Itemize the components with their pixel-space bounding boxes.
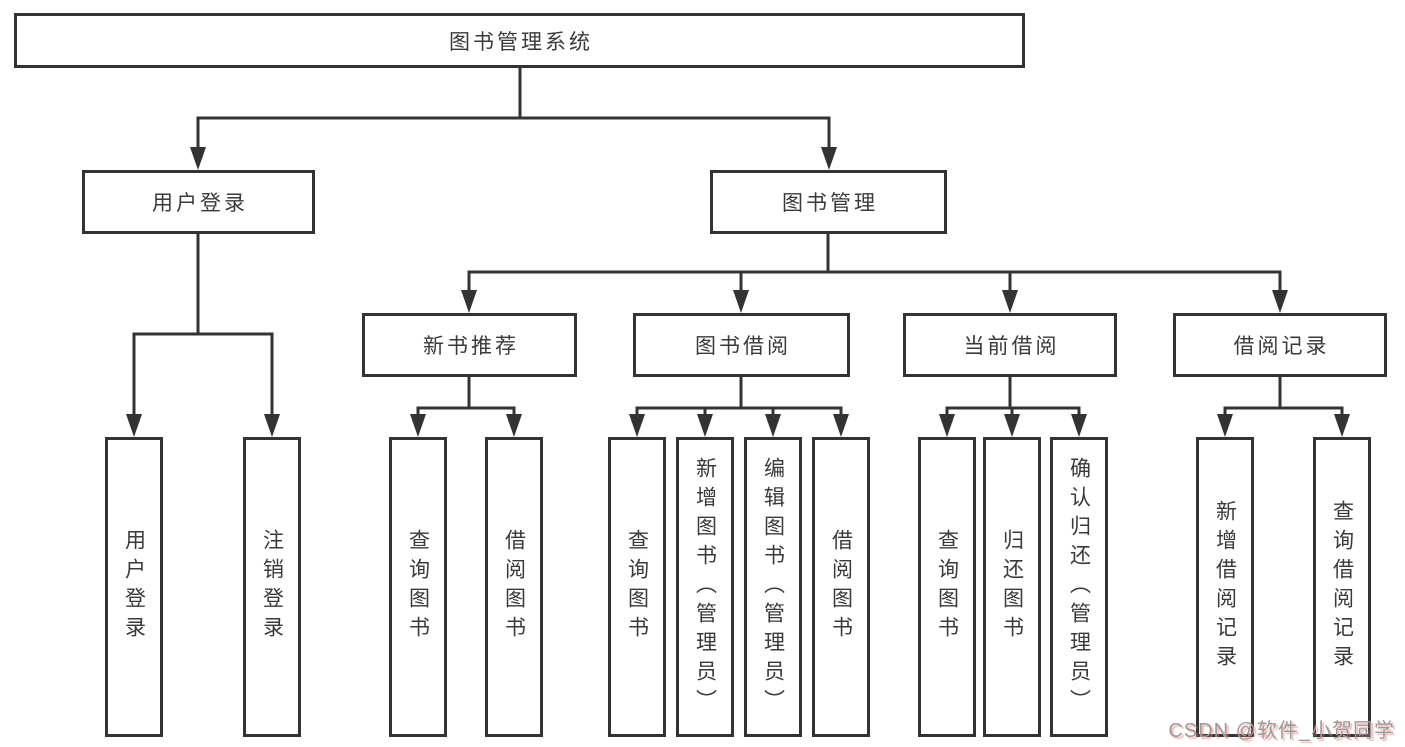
leaf-edit-books-admin: 编辑图书（管理员） [744,437,802,737]
leaf-label: 用户登录 [122,529,146,645]
arrow-down-icon [190,147,206,170]
node-new-book-recommend: 新书推荐 [362,313,577,377]
leaf-label: 注销登录 [260,529,284,645]
leaf-label: 查询图书 [406,529,430,645]
connector-borrow-records-children [1223,377,1344,422]
connector-user-login-children [132,233,274,420]
leaf-label: 借阅图书 [829,529,853,645]
arrow-down-icon [126,414,142,437]
arrow-down-icon [697,414,713,437]
arrow-down-icon [1272,290,1288,313]
arrow-down-icon [833,414,849,437]
node-book-management: 图书管理 [710,170,947,234]
leaf-label: 查询借阅记录 [1330,500,1354,674]
leaf-user-login: 用户登录 [105,437,163,737]
leaf-confirm-return-admin: 确认归还（管理员） [1050,437,1108,737]
arrow-down-icon [1071,414,1087,437]
leaf-query-books-current: 查询图书 [918,437,976,737]
arrow-down-icon [1217,414,1233,437]
leaf-label: 查询图书 [625,529,649,645]
leaf-query-books-recommend: 查询图书 [389,437,447,737]
leaf-borrow-books-recommend: 借阅图书 [485,437,543,737]
arrow-down-icon [821,147,837,170]
arrow-down-icon [1004,414,1020,437]
arrowheads [126,147,1350,437]
leaf-add-borrow-record: 新增借阅记录 [1196,437,1254,737]
node-library-management-system: 图书管理系统 [14,13,1025,68]
leaf-query-books-borrowing: 查询图书 [608,437,666,737]
leaf-add-books-admin: 新增图书（管理员） [676,437,734,737]
arrow-down-icon [461,290,477,313]
leaf-label: 查询图书 [935,529,959,645]
leaf-label: 确认归还（管理员） [1067,456,1091,718]
leaf-label: 编辑图书（管理员） [761,456,785,718]
arrow-down-icon [264,414,280,437]
leaf-label: 归还图书 [1000,529,1024,645]
arrow-down-icon [410,414,426,437]
connector-book-borrow-children [635,377,843,422]
connector-new-book-children [416,377,516,422]
arrow-down-icon [1002,290,1018,313]
leaf-label: 新增图书（管理员） [693,456,717,718]
arrow-down-icon [939,414,955,437]
leaf-borrow-books: 借阅图书 [812,437,870,737]
connector-book-mgmt-to-level3 [467,234,1282,298]
leaf-logout: 注销登录 [243,437,301,737]
arrow-down-icon [733,290,749,313]
leaf-label: 新增借阅记录 [1213,500,1237,674]
leaf-query-borrow-record: 查询借阅记录 [1313,437,1371,737]
node-current-borrowing: 当前借阅 [903,313,1117,377]
leaf-return-books: 归还图书 [983,437,1041,737]
connector-root-to-level2 [196,68,831,152]
node-book-borrowing: 图书借阅 [633,313,850,377]
arrow-down-icon [506,414,522,437]
node-borrowing-records: 借阅记录 [1173,313,1387,377]
arrow-down-icon [765,414,781,437]
leaf-label: 借阅图书 [502,529,526,645]
node-user-login: 用户登录 [82,170,315,234]
arrow-down-icon [629,414,645,437]
csdn-watermark: CSDN @软件_小贺同学 [1168,720,1395,742]
arrow-down-icon [1334,414,1350,437]
